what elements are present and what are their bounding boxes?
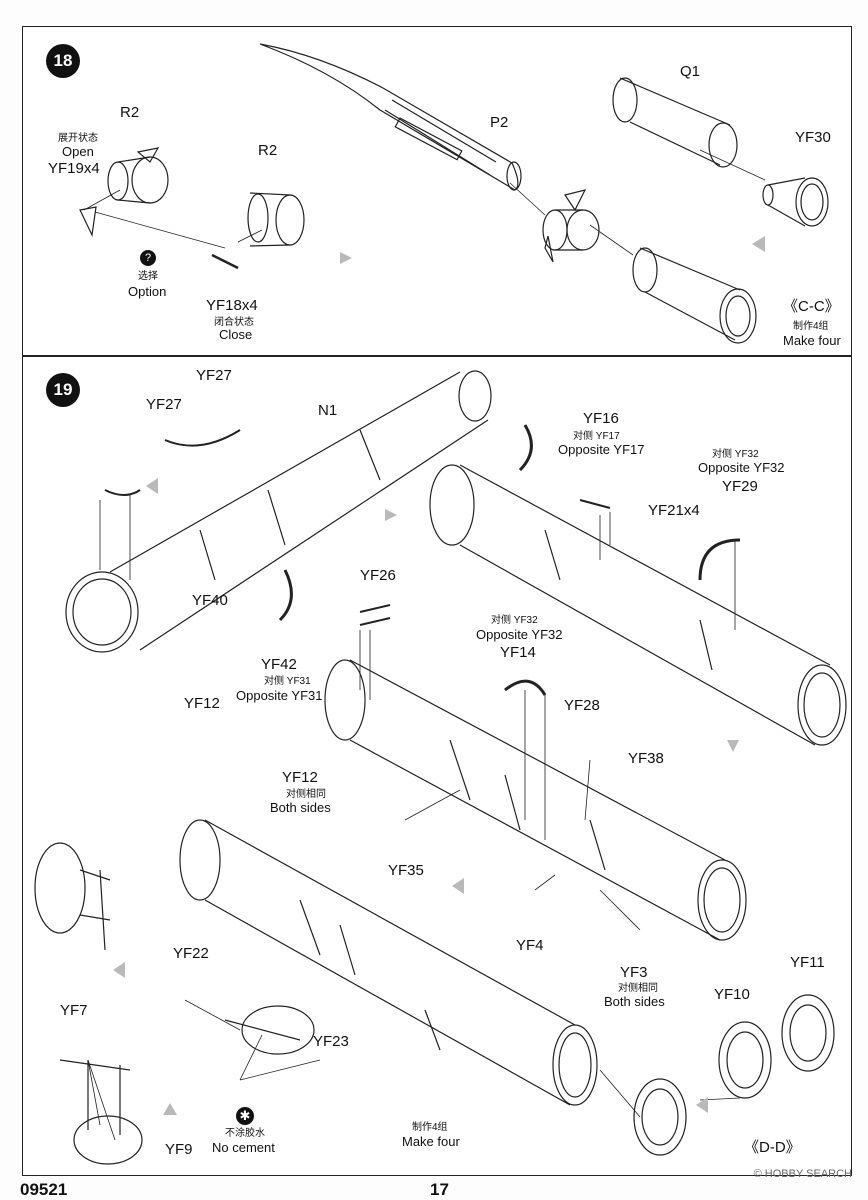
label-yf21: YF21x4 — [648, 502, 700, 519]
label-opp32a-cn: 对侧 YF32 — [712, 449, 759, 460]
label-yf42: YF42 — [261, 656, 297, 673]
label-no-cement-en: No cement — [212, 1140, 275, 1155]
label-yf19: YF19x4 — [48, 160, 100, 177]
label-make-four-cn-19: 制作4组 — [412, 1122, 448, 1133]
question-icon: ? — [140, 250, 156, 266]
tube-middle-drawing — [324, 659, 747, 941]
plate-yf11-drawing — [781, 994, 835, 1072]
product-code: 09521 — [20, 1180, 68, 1199]
label-yf22: YF22 — [173, 945, 209, 962]
label-open-en: Open — [62, 144, 94, 159]
label-yf40: YF40 — [192, 592, 228, 609]
label-close-en: Close — [219, 327, 253, 342]
label-p2: P2 — [490, 114, 509, 131]
tube-right-drawing — [429, 464, 847, 746]
label-yf4: YF4 — [516, 937, 544, 954]
label-opp32b-cn: 对侧 YF32 — [491, 615, 538, 626]
page-number: 17 — [430, 1180, 449, 1199]
step-18-panel — [22, 26, 852, 356]
label-opp31-en: Opposite YF31 — [236, 688, 323, 703]
label-opp32b-en: Opposite YF32 — [476, 627, 563, 642]
label-opp17-cn: 对侧 YF17 — [573, 431, 620, 442]
label-yf30: YF30 — [795, 129, 831, 146]
label-no-cement-cn: 不涂胶水 — [225, 1128, 265, 1139]
direction-arrows — [113, 236, 765, 1115]
tube-q1-drawing — [612, 77, 738, 168]
label-yf12-a: YF12 — [184, 695, 220, 712]
label-yf38: YF38 — [628, 750, 664, 767]
label-yf7: YF7 — [60, 1002, 88, 1019]
label-both-en-a: Both sides — [270, 800, 331, 815]
label-yf11: YF11 — [790, 954, 825, 971]
label-yf23: YF23 — [313, 1033, 349, 1050]
label-opp31-cn: 对侧 YF31 — [264, 676, 311, 687]
label-yf35: YF35 — [388, 862, 424, 879]
cone-yf30-drawing — [762, 177, 829, 227]
label-option-en: Option — [128, 284, 167, 299]
watermark: © HOBBY SEARCH — [753, 1168, 852, 1180]
label-make-four-cn-18: 制作4组 — [793, 321, 829, 332]
label-close-cn: 闭合状态 — [214, 317, 254, 328]
disk-yf22-drawing — [224, 1005, 315, 1055]
label-both-cn-a: 对侧相同 — [286, 789, 326, 800]
label-yf3: YF3 — [620, 964, 648, 981]
plate-yf10-drawing — [718, 1021, 772, 1099]
label-make-four-en-19: Make four — [402, 1134, 460, 1149]
label-opp17-en: Opposite YF17 — [558, 442, 645, 457]
tube-lower-drawing — [632, 247, 757, 344]
collar-p2-drawing — [542, 189, 600, 263]
label-yf16: YF16 — [583, 410, 619, 427]
label-r2-left: R2 — [120, 104, 140, 121]
label-section-cc: 《C-C》 — [783, 298, 840, 315]
label-both-en-b: Both sides — [604, 994, 665, 1009]
label-n1: N1 — [318, 402, 338, 419]
r2-collar-close-drawing — [211, 192, 305, 270]
step-19-panel — [22, 356, 852, 1176]
label-yf26: YF26 — [360, 567, 396, 584]
no-cement-icon: ✱ — [236, 1107, 254, 1125]
label-both-cn-b: 对侧相同 — [618, 983, 658, 994]
label-make-four-en-18: Make four — [783, 333, 841, 348]
tube-n1-drawing — [65, 370, 492, 653]
label-yf12-b: YF12 — [282, 769, 318, 786]
tube-bottom-drawing — [179, 819, 598, 1106]
label-open-cn: 展开状态 — [58, 133, 98, 144]
label-option-cn: 选择 — [138, 271, 158, 282]
label-section-dd: 《D-D》 — [744, 1139, 801, 1156]
label-yf28: YF28 — [564, 697, 600, 714]
end-plate-drawing — [633, 1078, 687, 1156]
label-yf14: YF14 — [500, 644, 536, 661]
label-yf27-left: YF27 — [146, 396, 182, 413]
missile-p2-drawing — [259, 43, 522, 191]
r2-collar-open-drawing — [79, 147, 169, 238]
label-q1: Q1 — [680, 63, 701, 80]
label-yf10: YF10 — [714, 986, 750, 1003]
label-yf29: YF29 — [722, 478, 758, 495]
label-yf18: YF18x4 — [206, 297, 258, 314]
step-18-badge: 18 — [46, 44, 80, 78]
label-yf9: YF9 — [165, 1141, 193, 1158]
base-yf9-drawing — [59, 1059, 143, 1165]
label-yf27-top: YF27 — [196, 367, 232, 384]
step-19-badge: 19 — [46, 373, 80, 407]
label-opp32a-en: Opposite YF32 — [698, 460, 785, 475]
hatch-cover-drawing — [34, 842, 111, 951]
label-r2-right: R2 — [258, 142, 278, 159]
